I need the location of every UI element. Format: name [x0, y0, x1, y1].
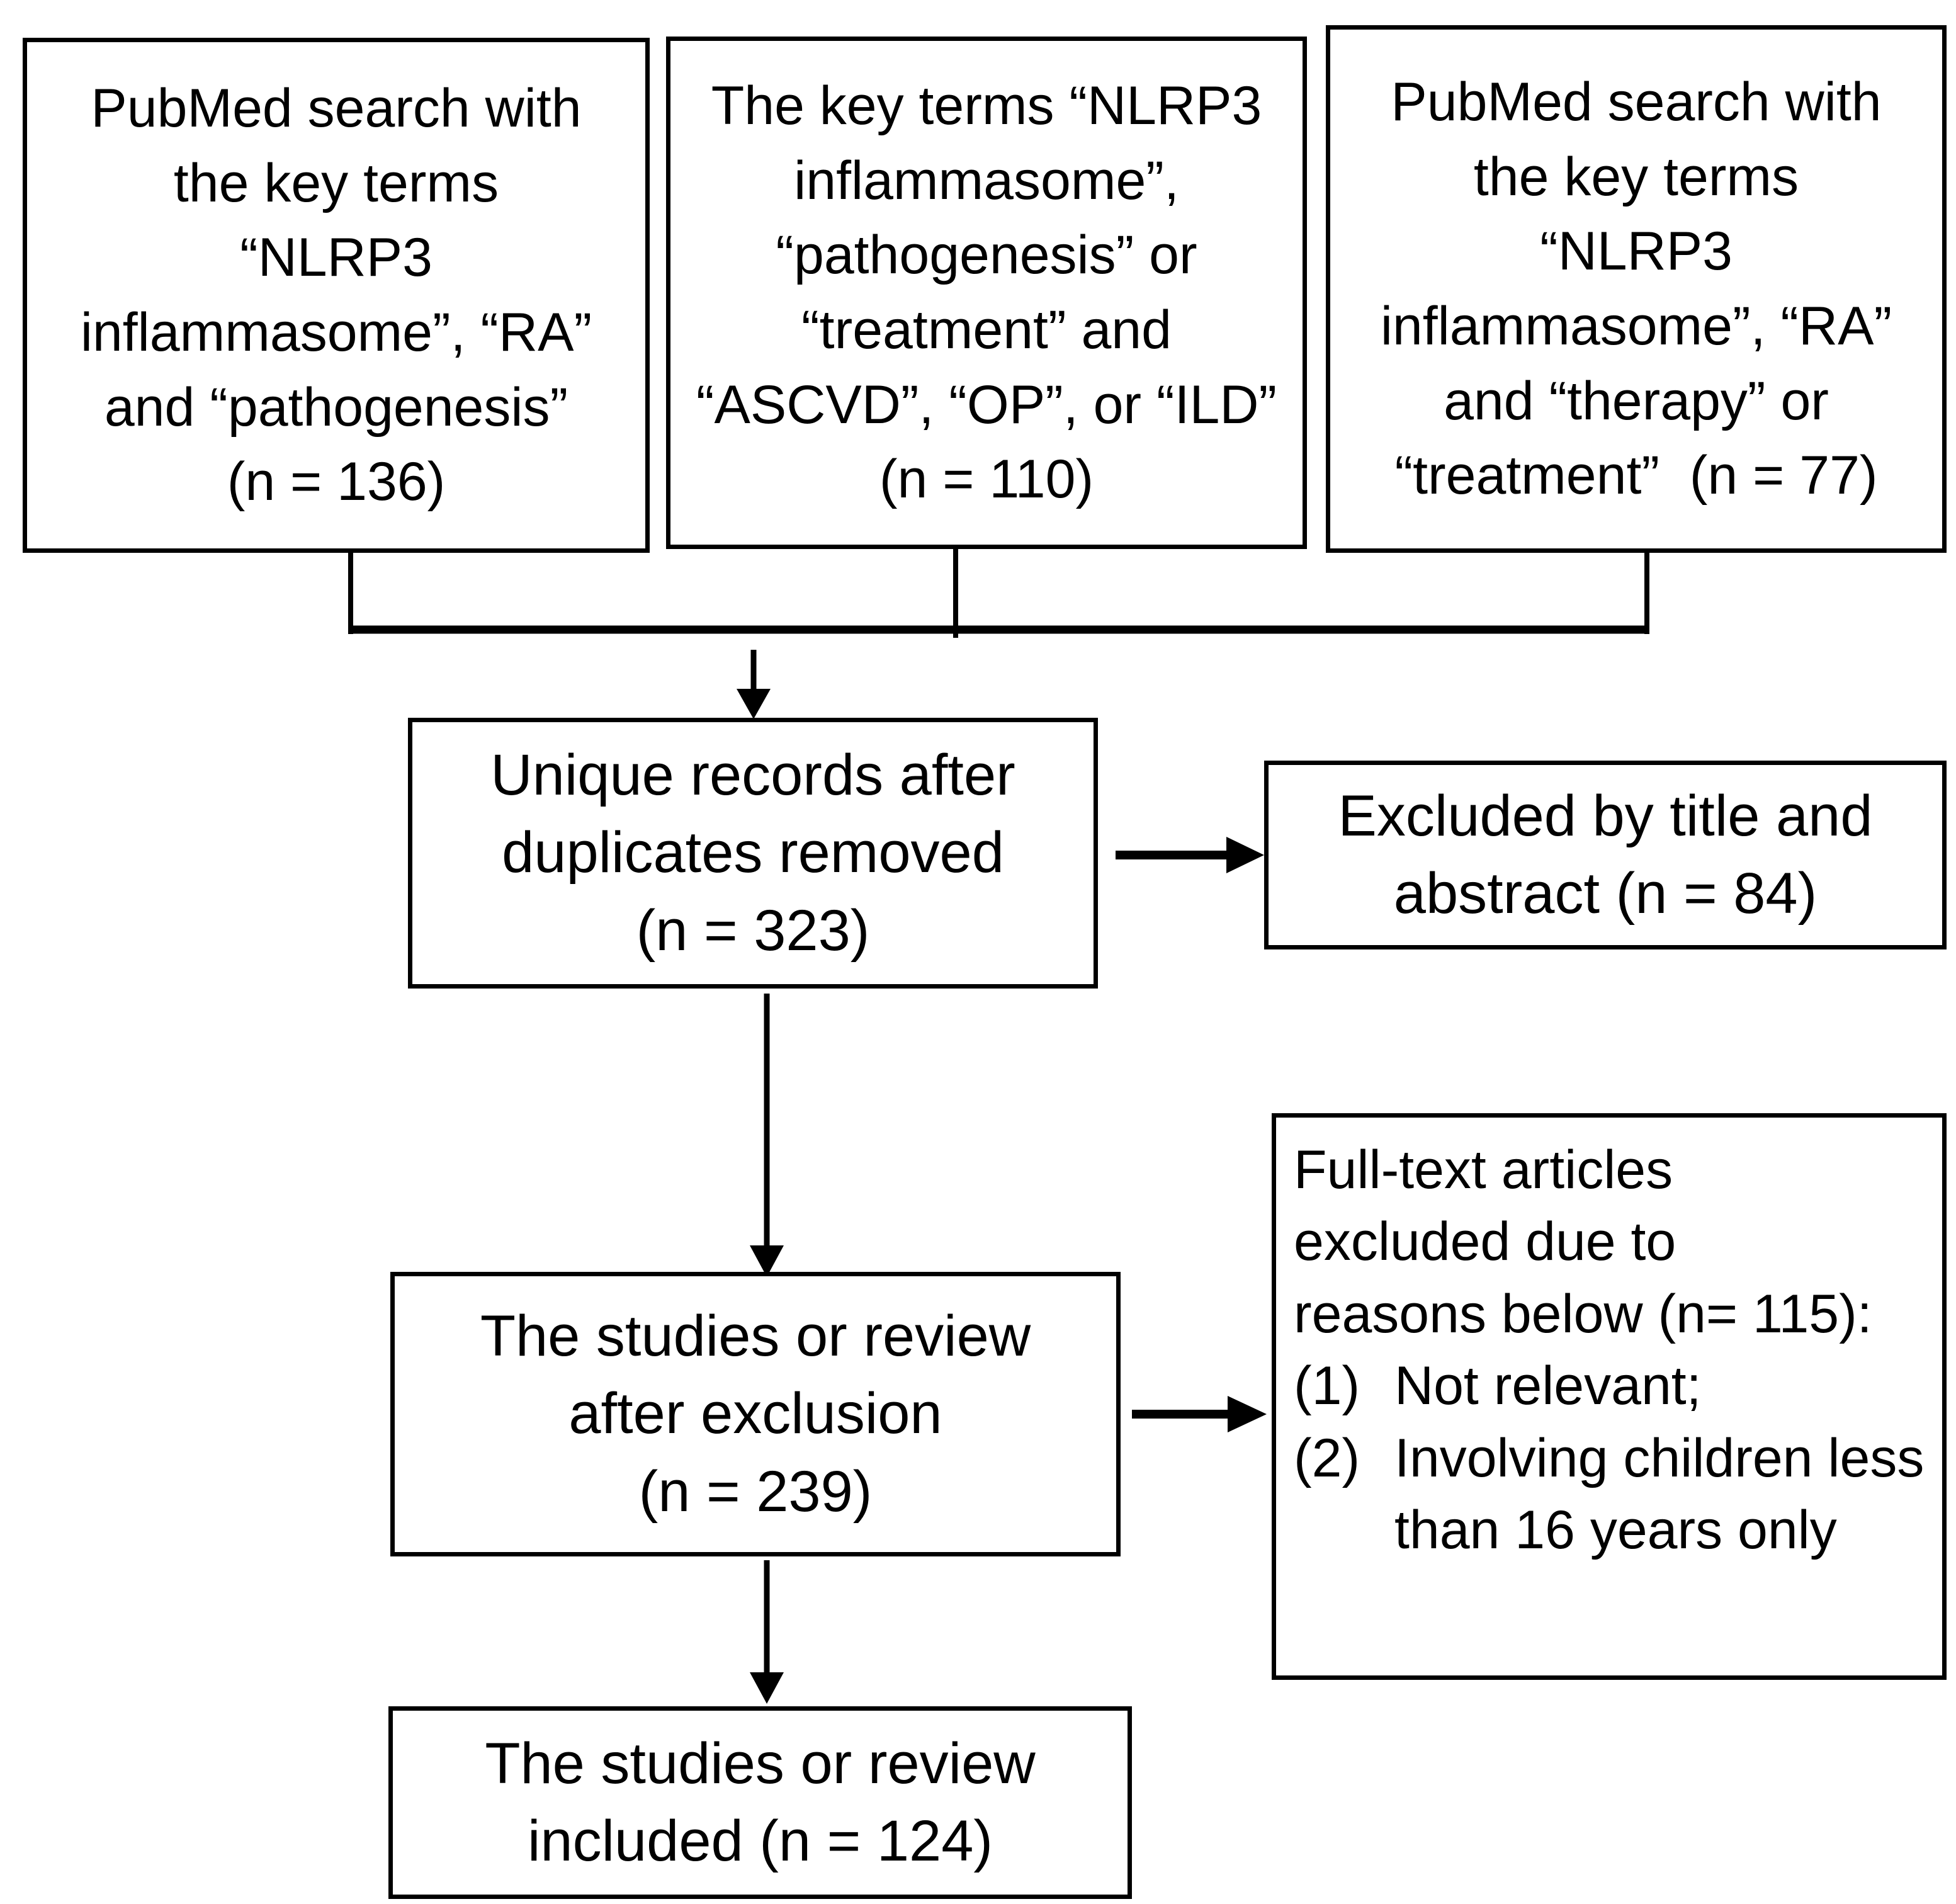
fulltext-reason-item-2: (2) Involving children less than 16 year…: [1294, 1422, 1925, 1567]
box-fulltext-excluded: Full-text articles excluded due to reaso…: [1272, 1113, 1947, 1680]
reason-1-number: (1): [1294, 1356, 1360, 1417]
reason-1-text: Not relevant;: [1394, 1356, 1702, 1417]
box-excluded-title-abstract: Excluded by title and abstract (n = 84): [1264, 761, 1947, 949]
box-pubmed-search-pathogenesis-text: PubMed search with the key terms “NLRP3 …: [80, 77, 592, 513]
box-pubmed-search-therapy: PubMed search with the key terms “NLRP3 …: [1326, 25, 1947, 553]
box-key-terms-comorbidities: The key terms “NLRP3 inflammasome”, “pat…: [666, 37, 1307, 549]
arrow-to-included-head: [750, 1672, 784, 1704]
arrow-to-unique-records-head: [737, 689, 771, 719]
box-fulltext-excluded-intro: Full-text articles excluded due to reaso…: [1294, 1140, 1872, 1344]
box-pubmed-search-therapy-text: PubMed search with the key terms “NLRP3 …: [1380, 71, 1892, 506]
fulltext-reason-item-1: (1) Not relevant;: [1294, 1350, 1925, 1422]
box-key-terms-comorbidities-text: The key terms “NLRP3 inflammasome”, “pat…: [696, 75, 1277, 510]
box-after-exclusion: The studies or review after exclusion (n…: [390, 1272, 1121, 1556]
box-unique-records: Unique records after duplicates removed …: [408, 718, 1098, 989]
box-included: The studies or review included (n = 124): [388, 1706, 1132, 1899]
arrow-to-excluded-head: [1226, 837, 1264, 873]
reason-2-text: Involving children less than 16 years on…: [1394, 1427, 1925, 1560]
arrow-to-after-exclusion-head: [750, 1245, 784, 1277]
box-pubmed-search-pathogenesis: PubMed search with the key terms “NLRP3 …: [23, 38, 650, 553]
arrow-to-fulltext-excluded-head: [1228, 1396, 1267, 1432]
box-excluded-title-abstract-text: Excluded by title and abstract (n = 84): [1338, 783, 1873, 926]
box-included-text: The studies or review included (n = 124): [485, 1731, 1036, 1873]
box-unique-records-text: Unique records after duplicates removed …: [490, 743, 1015, 963]
box-after-exclusion-text: The studies or review after exclusion (n…: [480, 1304, 1031, 1524]
reason-2-number: (2): [1294, 1427, 1360, 1488]
